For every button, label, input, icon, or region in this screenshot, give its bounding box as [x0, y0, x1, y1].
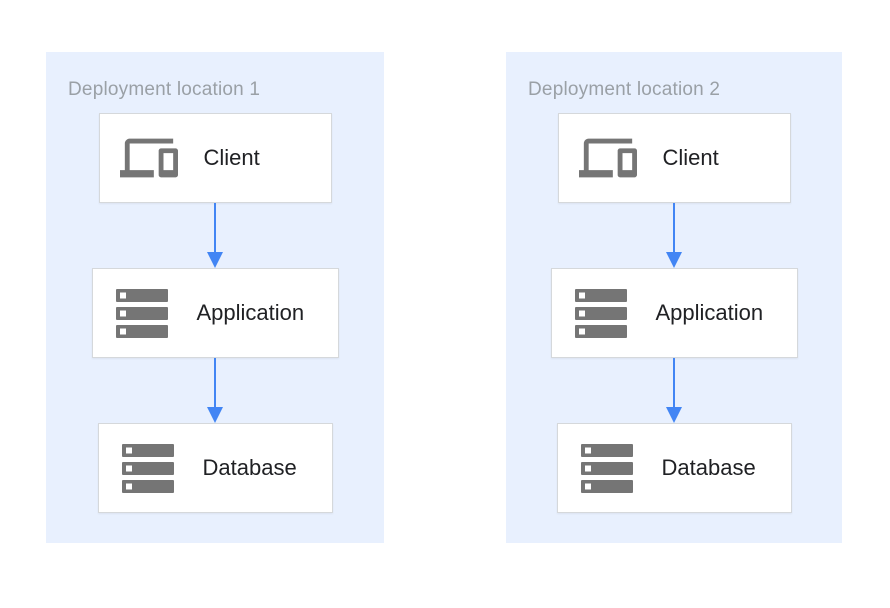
arrow-head-icon: [207, 252, 223, 268]
node-label: Database: [661, 455, 756, 480]
panel-title: Deployment location 1: [68, 79, 261, 100]
arrow-client-to-application: [207, 203, 223, 268]
client-node: Client: [557, 113, 791, 203]
arrow-client-to-application: [666, 203, 682, 268]
node-stack: Client Application: [46, 113, 384, 513]
arrow-head-icon: [666, 407, 682, 423]
application-node: Application: [91, 268, 339, 358]
server-stack-icon: [578, 443, 636, 493]
server-stack-icon: [113, 288, 171, 338]
deployment-location-1-panel: Deployment location 1 Client: [46, 52, 384, 543]
client-node: Client: [98, 113, 332, 203]
server-stack-icon: [119, 443, 177, 493]
arrow-line: [214, 358, 216, 407]
panel-title: Deployment location 2: [528, 79, 721, 100]
arrow-line: [673, 358, 675, 407]
deployment-location-2-panel: Deployment location 2 Client: [506, 52, 842, 543]
node-label: Application: [196, 300, 305, 325]
node-label: Database: [202, 455, 297, 480]
node-label: Application: [655, 300, 764, 325]
arrow-line: [214, 203, 216, 252]
server-stack-icon: [572, 288, 630, 338]
devices-icon: [578, 129, 637, 187]
node-stack: Client Application: [506, 113, 842, 513]
node-label: Client: [662, 145, 719, 170]
database-node: Database: [97, 423, 333, 513]
arrow-line: [673, 203, 675, 252]
node-label: Client: [203, 145, 260, 170]
application-node: Application: [550, 268, 798, 358]
arrow-application-to-database: [207, 358, 223, 423]
arrow-head-icon: [666, 252, 682, 268]
devices-icon: [119, 129, 178, 187]
arrow-head-icon: [207, 407, 223, 423]
database-node: Database: [556, 423, 792, 513]
arrow-application-to-database: [666, 358, 682, 423]
